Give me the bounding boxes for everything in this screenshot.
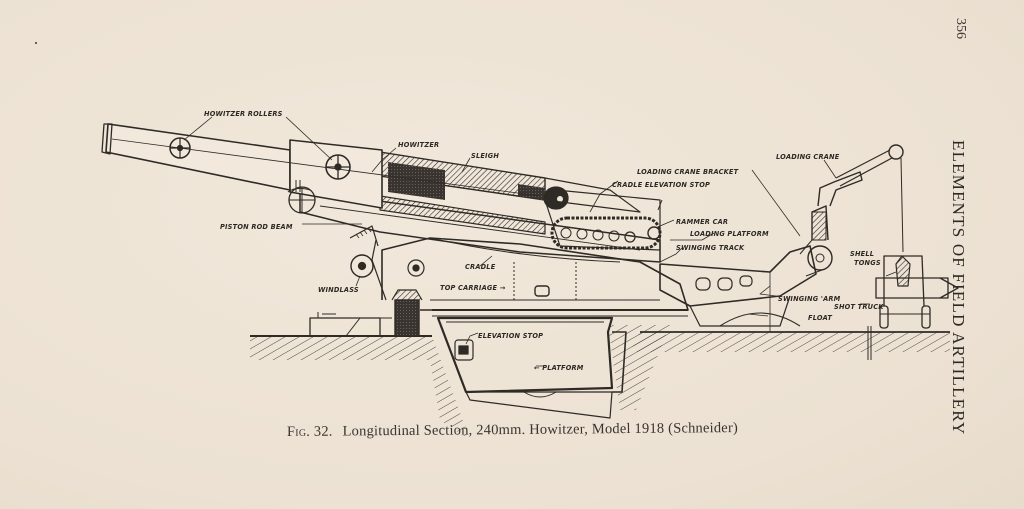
label-float: FLOAT	[808, 314, 832, 322]
loading-platform	[659, 245, 817, 332]
label-cradle: CRADLE	[465, 263, 496, 271]
leader-lines	[183, 116, 897, 367]
label-sleigh: SLEIGH	[471, 152, 499, 160]
howitzer-rollers	[169, 137, 351, 214]
label-howitzer: HOWITZER	[398, 141, 439, 149]
label-rammer-car: RAMMER CAR	[676, 218, 728, 226]
figure-number: Fig. 32.	[286, 423, 333, 440]
label-top-carriage: TOP CARRIAGE →	[440, 284, 506, 292]
label-windlass: WINDLASS	[318, 286, 359, 294]
rammer-car	[544, 189, 663, 251]
label-shot-truck: SHOT TRUCK	[834, 303, 884, 311]
howitzer-barrel	[101, 123, 641, 213]
label-loading-platform: LOADING PLATFORM	[690, 230, 769, 238]
ground-section	[250, 325, 950, 440]
windlass	[349, 225, 379, 278]
sleigh	[379, 151, 569, 235]
label-cradle-elevation-stop: CRADLE ELEVATION STOP	[612, 181, 710, 189]
paper-speck	[35, 42, 37, 44]
loading-crane	[799, 144, 904, 277]
label-swinging-track: SWINGING TRACK	[676, 244, 745, 252]
label-loading-crane: LOADING CRANE	[776, 153, 840, 161]
shot-truck	[875, 255, 959, 329]
label-platform: ← PLATFORM	[534, 364, 584, 372]
label-howitzer-rollers: HOWITZER ROLLERS	[204, 110, 283, 118]
label-shell-tongs-line1: SHELL	[850, 250, 874, 258]
figure-caption-text: Longitudinal Section, 240mm. Howitzer, M…	[342, 420, 739, 440]
pivot-base	[309, 289, 423, 337]
label-shell-tongs-line2: TONGS	[854, 259, 881, 267]
label-loading-crane-bracket: LOADING CRANE BRACKET	[637, 168, 739, 176]
label-swinging-arm: SWINGING 'ARM	[778, 295, 841, 303]
label-elevation-stop: ELEVATION STOP	[478, 332, 543, 340]
label-piston-rod-beam: PISTON ROD BEAM	[220, 223, 293, 231]
top-carriage	[371, 237, 689, 311]
part-labels: HOWITZER ROLLERS HOWITZER SLEIGH LOADING…	[204, 110, 884, 372]
